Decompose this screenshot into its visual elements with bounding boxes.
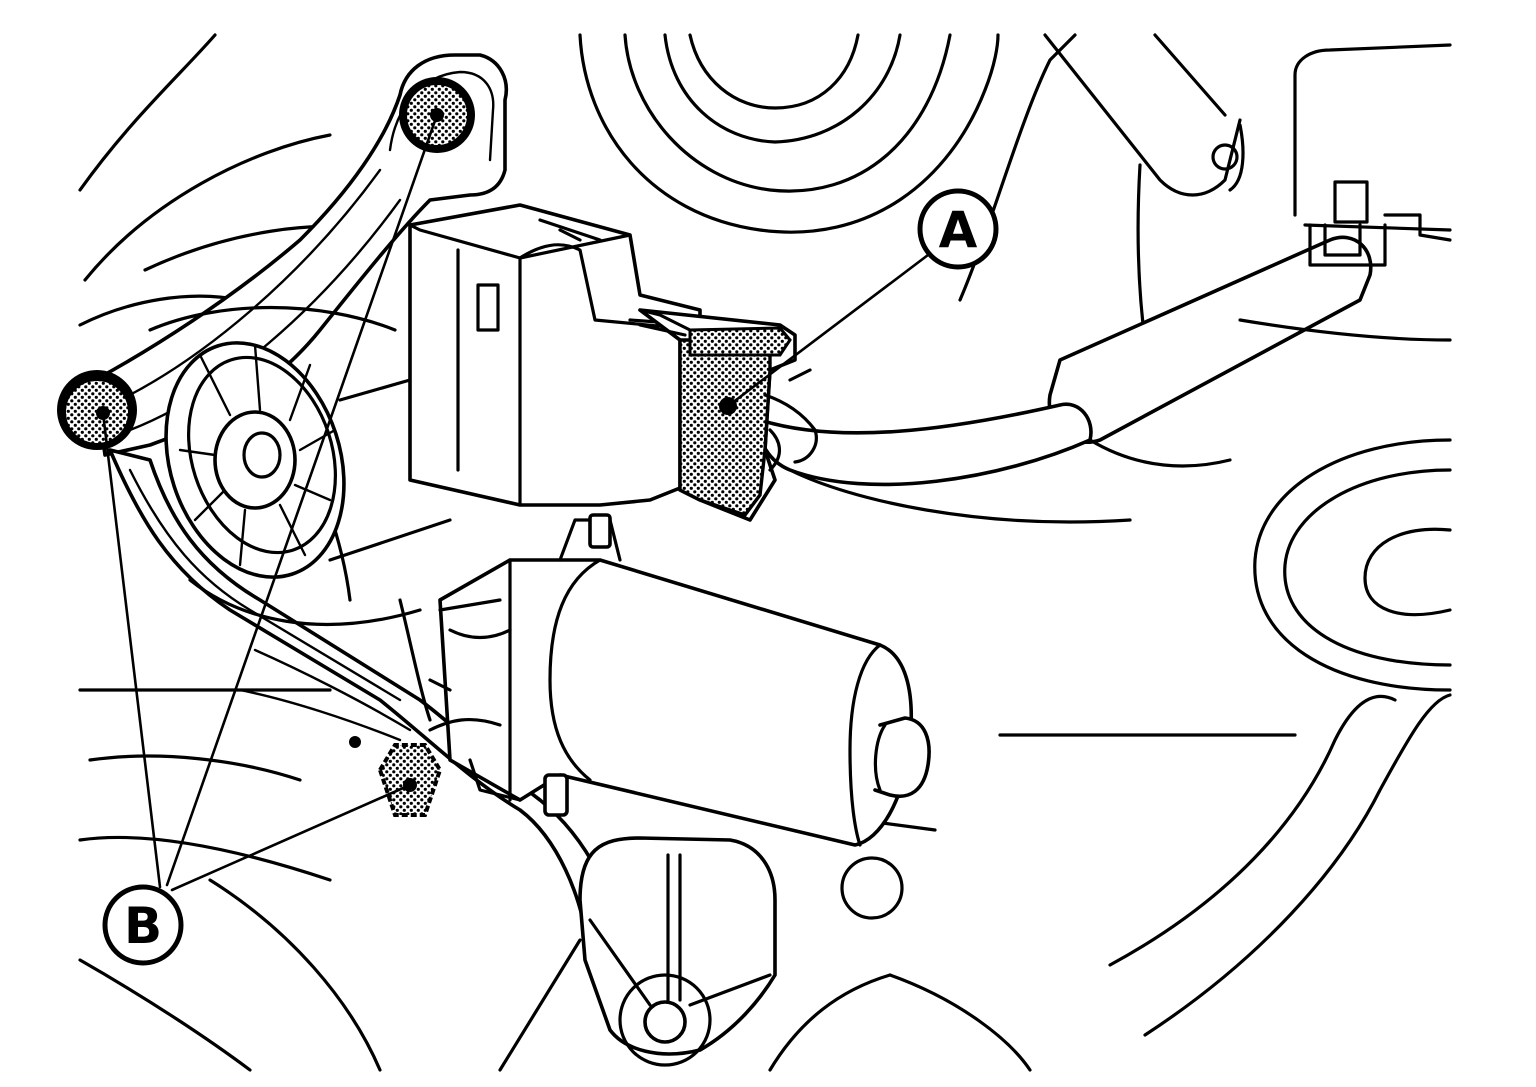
- wiper-linkage: [93, 53, 632, 962]
- hose-bracket: [757, 33, 1452, 524]
- drive-gear: [148, 305, 452, 626]
- callout-a: A: [917, 188, 999, 270]
- connector: [638, 308, 818, 522]
- callout-b: B: [102, 884, 184, 966]
- motor-gearbox: [408, 203, 702, 507]
- callout-a-label: A: [939, 201, 978, 259]
- leader-lines: [101, 113, 930, 892]
- bolt-left: [57, 370, 137, 450]
- bolt-lower: [377, 743, 443, 817]
- callout-b-label: B: [124, 897, 162, 955]
- lower-pivot: [578, 836, 777, 1067]
- motor-cylinder: [398, 513, 931, 847]
